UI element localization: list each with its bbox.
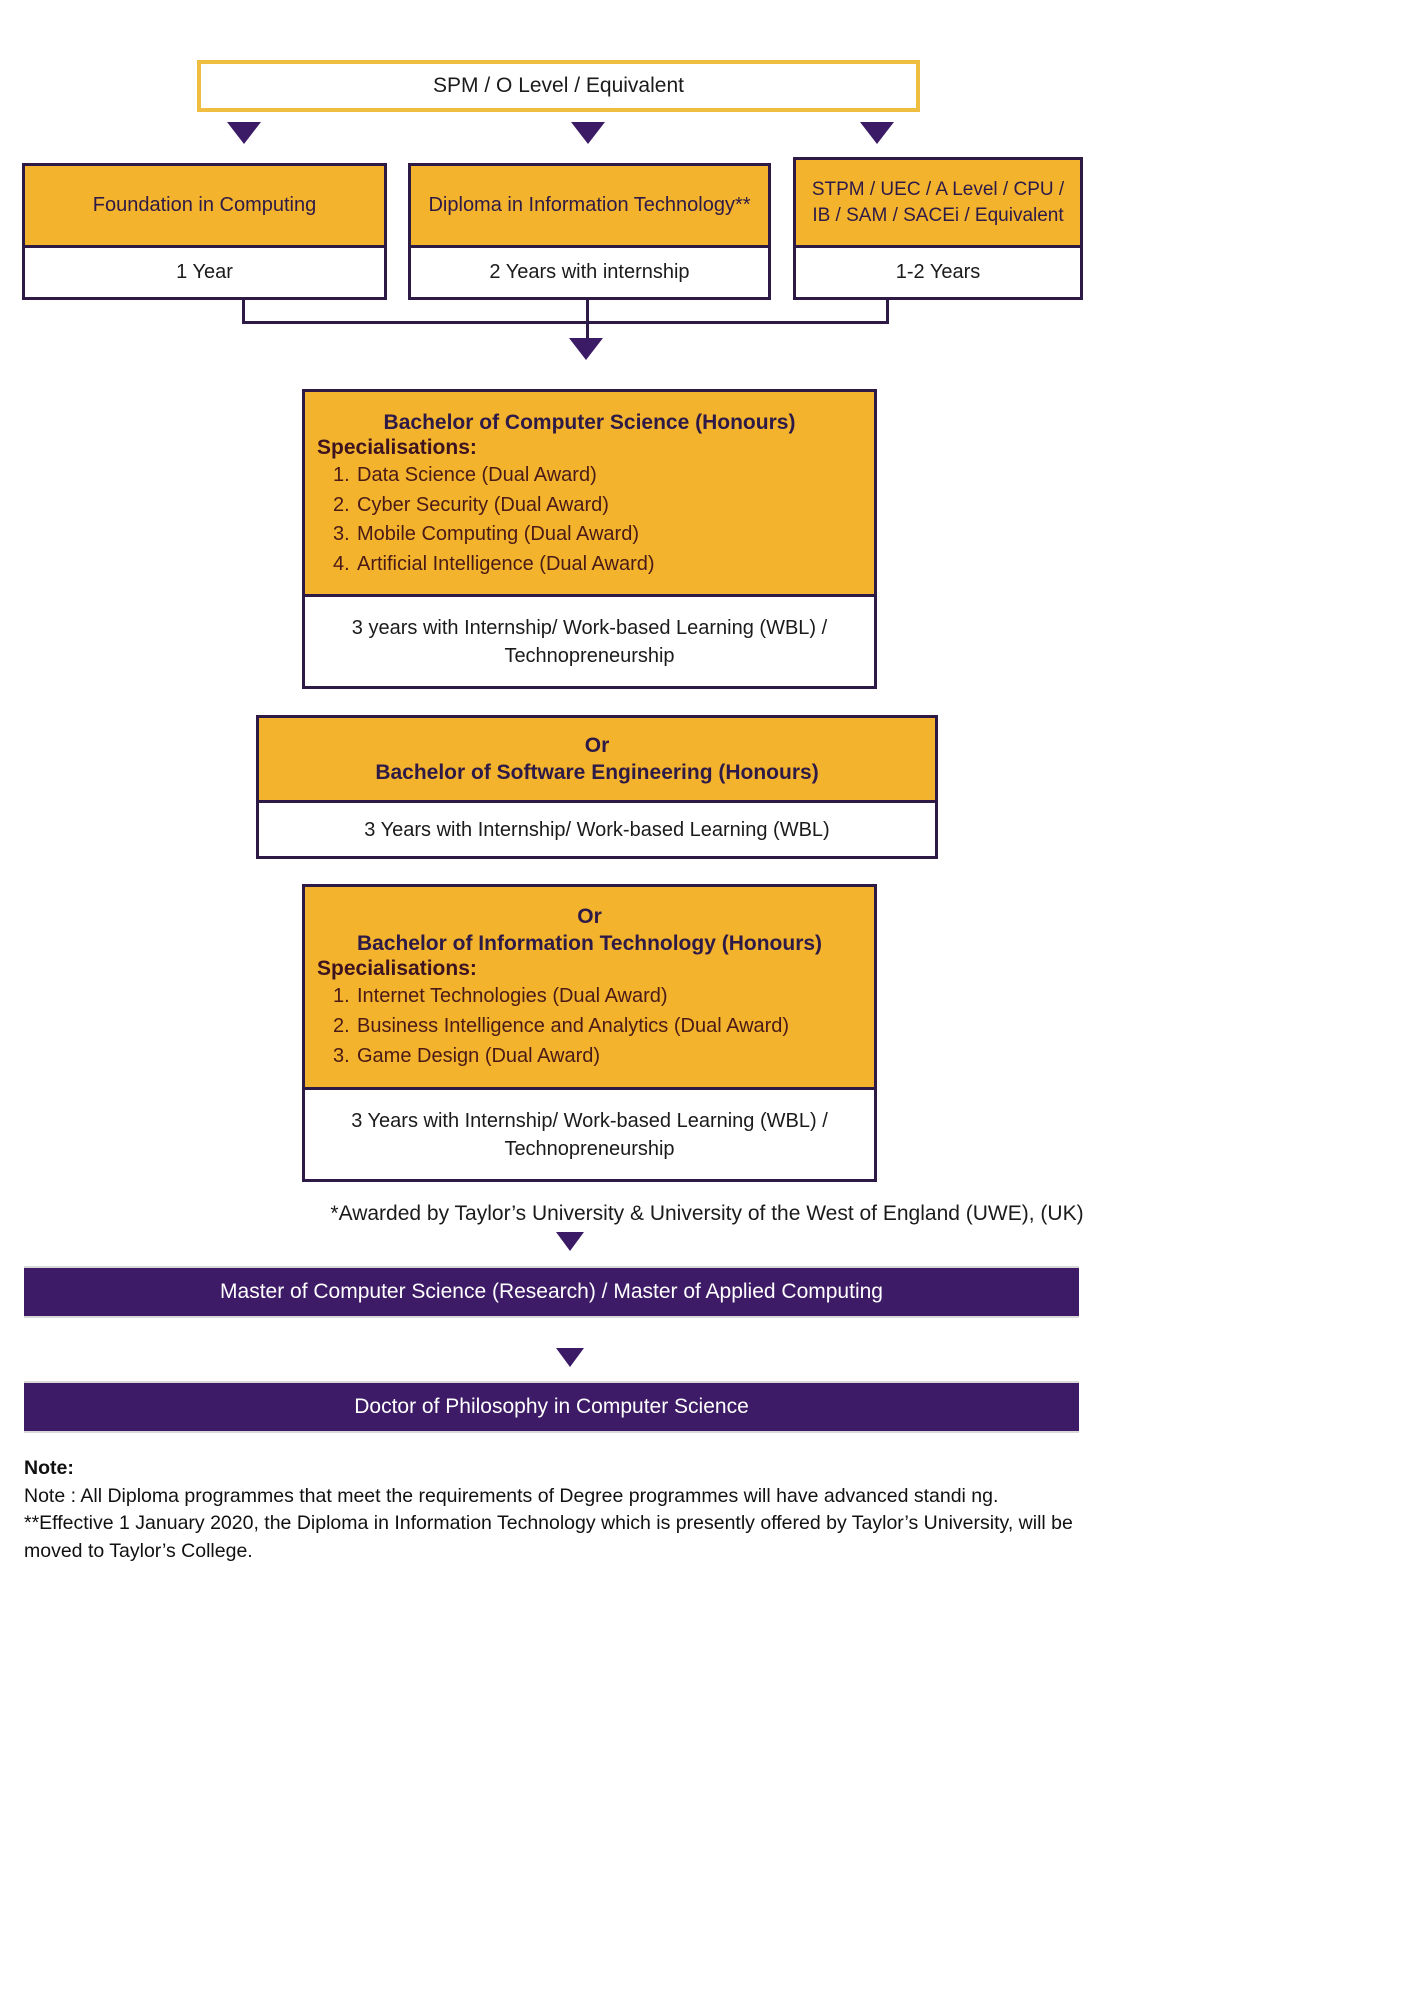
degree-information-technology-or-label: Or: [577, 904, 602, 928]
degree-information-technology-spec-list: 1. Internet Technologies (Dual Award) 2. B…: [311, 982, 868, 1071]
degree-information-technology-spec-label: Specialisations:: [317, 957, 477, 981]
list-text: Data Science (Dual Award): [357, 463, 597, 486]
list-item: 4. Artificial Intelligence (Dual Award): [333, 550, 868, 580]
connector-stpm-down: [886, 300, 889, 322]
list-text: Mobile Computing (Dual Award): [357, 523, 639, 546]
arrow-to-diploma: [571, 122, 605, 144]
connector-horizontal-merge: [242, 321, 889, 324]
postgrad-master-bar: Master of Computer Science (Research) / …: [24, 1266, 1079, 1318]
route-stpm-label: STPM / UEC / A Level / CPU / IB / SAM / …: [811, 178, 1065, 226]
degree-information-technology-duration-box: 3 Years with Internship/ Work-based Lear…: [302, 1090, 877, 1182]
list-text: Business Intelligence and Analytics (Dua…: [357, 1015, 790, 1037]
footer-note: Note: Note : All Diploma programmes that…: [24, 1455, 1094, 1566]
route-foundation-duration-box: 1 Year: [22, 248, 387, 300]
entry-qualification-box: SPM / O Level / Equivalent: [197, 60, 920, 112]
arrow-to-degrees: [569, 338, 603, 360]
degree-computer-science-spec-list: 1. Data Science (Dual Award) 2. Cyber Secu…: [311, 461, 868, 579]
degree-software-engineering-duration: 3 Years with Internship/ Work-based Lear…: [364, 818, 830, 841]
list-number: 1.: [333, 985, 350, 1008]
route-foundation-label: Foundation in Computing: [92, 194, 317, 216]
route-diploma-box: Diploma in Information Technology**: [408, 163, 771, 248]
connector-diploma-down: [586, 300, 589, 340]
postgrad-phd-bar: Doctor of Philosophy in Computer Science: [24, 1381, 1079, 1433]
list-number: 3.: [333, 1044, 350, 1067]
arrow-to-foundation: [227, 122, 261, 144]
route-stpm-box: STPM / UEC / A Level / CPU / IB / SAM / …: [793, 157, 1083, 248]
entry-qualification-label: SPM / O Level / Equivalent: [433, 74, 684, 97]
degree-information-technology-box: Or Bachelor of Information Technology (H…: [302, 884, 877, 1090]
degree-computer-science-title: Bachelor of Computer Science (Honours): [383, 410, 796, 434]
degree-information-technology-title: Bachelor of Information Technology (Hono…: [356, 932, 823, 956]
route-foundation-box: Foundation in Computing: [22, 163, 387, 248]
arrow-to-phd: [556, 1348, 584, 1367]
route-foundation-duration: 1 Year: [176, 261, 233, 283]
route-diploma-duration: 2 Years with internship: [489, 261, 690, 283]
postgrad-phd-label: Doctor of Philosophy in Computer Science: [354, 1395, 749, 1418]
footer-note-line-2: **Effective 1 January 2020, the Diploma …: [24, 1512, 1073, 1563]
list-item: 3. Game Design (Dual Award): [333, 1042, 868, 1072]
postgrad-master-label: Master of Computer Science (Research) / …: [220, 1280, 883, 1303]
list-number: 4.: [333, 552, 350, 575]
list-item: 2. Business Intelligence and Analytics (D…: [333, 1012, 868, 1042]
list-number: 2.: [333, 1015, 350, 1037]
list-item: 1. Internet Technologies (Dual Award): [333, 982, 868, 1012]
degree-software-engineering-box: Or Bachelor of Software Engineering (Hon…: [256, 715, 938, 803]
list-text: Artificial Intelligence (Dual Award): [357, 552, 655, 575]
route-stpm-duration: 1-2 Years: [895, 261, 981, 283]
arrow-to-masters: [556, 1232, 584, 1251]
degree-computer-science-duration: 3 years with Internship/ Work-based Lear…: [351, 616, 828, 667]
degree-software-engineering-or-label: Or: [584, 733, 610, 757]
list-item: 2. Cyber Security (Dual Award): [333, 491, 868, 521]
degree-software-engineering-duration-box: 3 Years with Internship/ Work-based Lear…: [256, 803, 938, 859]
degree-computer-science-duration-box: 3 years with Internship/ Work-based Lear…: [302, 597, 877, 689]
list-text: Game Design (Dual Award): [357, 1044, 601, 1067]
connector-foundation-down: [242, 300, 245, 322]
route-stpm-duration-box: 1-2 Years: [793, 248, 1083, 300]
list-text: Cyber Security (Dual Award): [357, 493, 609, 516]
degree-computer-science-box: Bachelor of Computer Science (Honours) S…: [302, 389, 877, 597]
degree-information-technology-duration: 3 Years with Internship/ Work-based Lear…: [351, 1109, 828, 1160]
route-diploma-label: Diploma in Information Technology**: [428, 194, 751, 216]
list-text: Internet Technologies (Dual Award): [357, 985, 668, 1008]
degree-computer-science-spec-label: Specialisations:: [317, 435, 477, 459]
footer-note-line-1: Note : All Diploma programmes that meet …: [24, 1484, 999, 1507]
route-diploma-duration-box: 2 Years with internship: [408, 248, 771, 300]
list-item: 1. Data Science (Dual Award): [333, 461, 868, 491]
list-number: 2.: [333, 493, 350, 516]
degree-software-engineering-title: Bachelor of Software Engineering (Honour…: [375, 761, 819, 784]
list-number: 1.: [333, 463, 350, 486]
arrow-to-stpm: [860, 122, 894, 144]
list-number: 3.: [333, 523, 350, 546]
footer-note-heading: Note:: [24, 1457, 74, 1479]
awarded-by-text: *Awarded by Taylor’s University & Univer…: [330, 1202, 1084, 1225]
list-item: 3. Mobile Computing (Dual Award): [333, 520, 868, 550]
awarded-by-note: *Awarded by Taylor’s University & Univer…: [0, 1202, 1414, 1226]
